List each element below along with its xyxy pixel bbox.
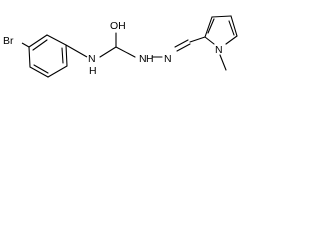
ring-bond [29,66,49,78]
methylpyrrole-ring [204,15,238,71]
ring-double-bond [32,39,48,51]
hydrazone-nitrogen-label: N [139,53,147,65]
ring-bond [47,65,68,78]
methine-pyrrole-bond [189,36,206,43]
imine-double-bond [174,39,189,48]
pyrrole-bond [204,36,215,45]
n-methyl-bond [219,54,227,71]
ring-bond [46,34,67,46]
carbon-bromine-bond [21,42,30,48]
pyrrole-nitrogen-label: N [215,44,223,56]
pyrrole-double-bond [207,18,215,34]
amine-hydrogen-label: H [89,65,97,77]
ring-double-bond [61,47,64,64]
chemical-structure-diagram: Br OH N H N H N N [3,15,238,78]
hydroxyl-label: OH [110,20,126,32]
carbon-nitrogen-bond [115,46,136,58]
structure-canvas: Br OH N H N H N N [0,0,250,102]
nh-carbon-bond [99,46,117,58]
imine-nitrogen-label: N [164,53,172,65]
pyrrole-bond [204,16,213,38]
ring-bond [65,44,68,67]
bromine-label: Br [3,35,14,47]
ring-double-bond [33,64,49,74]
bromophenyl-ring [28,34,68,78]
pyrrole-bond [211,15,232,18]
pyrrole-bond [230,15,238,37]
imine-double-bond [176,43,191,52]
ring-bond [28,46,31,68]
amine-nitrogen-label: N [88,53,96,65]
pyrrole-double-bond [228,20,235,36]
aryl-nh-bond [65,44,88,58]
pyrrole-bond [225,35,238,45]
semicarbazone-chain [99,32,206,58]
ring-bond [28,34,48,48]
hydrazone-hydrogen-label: H [146,53,154,65]
